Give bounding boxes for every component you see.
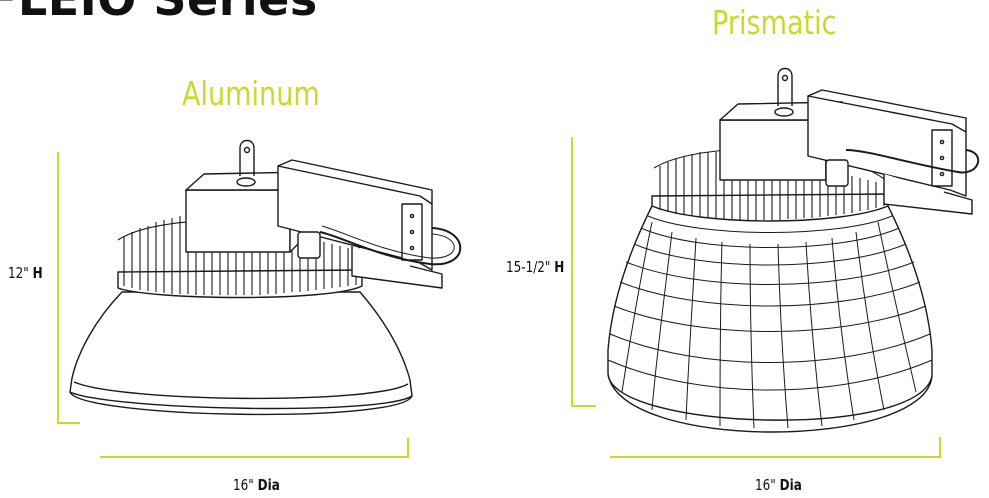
aluminum-diameter-bracket — [100, 438, 409, 458]
prismatic-diameter-bracket — [610, 437, 941, 458]
aluminum-height-label: 12" H — [8, 264, 43, 282]
prismatic-diameter-unit: Dia — [779, 476, 802, 494]
aluminum-height-value: 12" — [8, 264, 29, 282]
aluminum-height-unit: H — [32, 264, 43, 282]
prismatic-height-label: 15-1/2" H — [506, 258, 564, 276]
prismatic-diameter-label: 16" Dia — [755, 476, 802, 494]
aluminum-diameter-value: 16" — [233, 476, 254, 494]
aluminum-diameter-unit: Dia — [257, 476, 280, 494]
prismatic-height-bracket — [571, 137, 596, 407]
prismatic-height-value: 15-1/2" — [506, 258, 551, 276]
prismatic-diameter-value: 16" — [755, 476, 776, 494]
prismatic-height-unit: H — [554, 258, 565, 276]
aluminum-diameter-label: 16" Dia — [233, 476, 280, 494]
prismatic-variant-label: Prismatic — [712, 3, 837, 42]
series-title: FLEIO Series — [0, 0, 318, 26]
aluminum-variant-label: Aluminum — [182, 74, 320, 113]
aluminum-height-bracket — [57, 152, 80, 424]
